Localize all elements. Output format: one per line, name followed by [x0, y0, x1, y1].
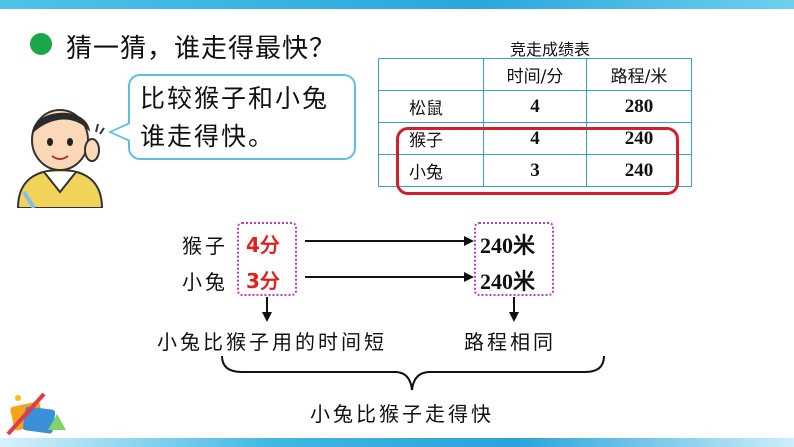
- highlight-box-monkey-rabbit: [396, 127, 679, 195]
- time-dotted-box: [237, 222, 297, 296]
- school-supplies-icon: [6, 392, 66, 436]
- table-header-cell: 时间/分: [483, 58, 587, 91]
- conclusion: 小兔比猴子走得快: [310, 402, 494, 426]
- monkey-label: 猴子: [182, 234, 228, 258]
- distance-dotted-box: [474, 222, 554, 296]
- table-row: 小兔 3 240: [378, 154, 692, 187]
- bubble-line-2: 谁走得快。: [140, 122, 276, 151]
- table-cell-time: 4: [483, 90, 587, 123]
- table-cell-distance: 240: [586, 154, 692, 187]
- page-heading: 猜一猜，谁走得最快？: [66, 34, 337, 64]
- time-down-arrow-head: [262, 312, 272, 322]
- rabbit-distance: 240米: [480, 269, 536, 294]
- top-accent-bar: [0, 0, 794, 9]
- table-caption: 竞走成绩表: [509, 40, 590, 59]
- table-header-row: 时间/分 路程/米: [378, 58, 692, 91]
- time-note: 小兔比猴子用的时间短: [157, 330, 387, 354]
- table-row: 松鼠 4 280: [378, 90, 692, 123]
- distance-note: 路程相同: [464, 330, 556, 354]
- table-cell-time: 3: [483, 154, 587, 187]
- bubble-line-1: 比较猴子和小兔: [140, 84, 330, 113]
- monkey-distance: 240米: [480, 233, 536, 258]
- table-header-cell: 路程/米: [586, 58, 692, 91]
- rabbit-label: 小兔: [182, 270, 228, 294]
- speech-bubble: 比较猴子和小兔 谁走得快。: [128, 74, 356, 160]
- summary-brace: [221, 355, 605, 391]
- rabbit-arrow-head: [464, 272, 474, 282]
- monkey-time: 4分: [246, 233, 280, 257]
- monkey-arrow-head: [464, 236, 474, 246]
- rabbit-time: 3分: [246, 269, 280, 293]
- bottom-accent-bar: [0, 438, 794, 447]
- green-dot-bullet-icon: [30, 33, 52, 55]
- table-cell-distance: 280: [586, 90, 692, 123]
- distance-down-arrow-head: [509, 312, 519, 322]
- speech-bubble-tail-inner: [112, 124, 130, 140]
- table-cell-name: 小兔: [378, 154, 484, 187]
- boy-avatar: [16, 109, 105, 208]
